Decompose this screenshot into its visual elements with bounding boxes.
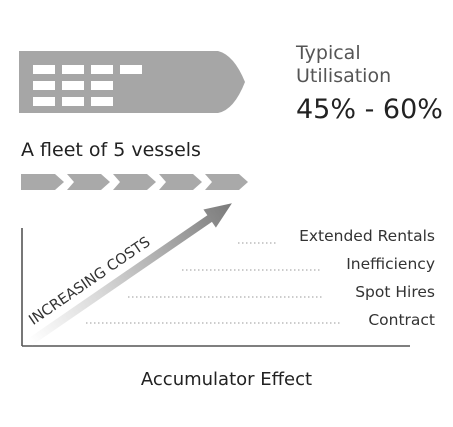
vessel-chevron-icon: [21, 174, 64, 190]
diagram-caption: Accumulator Effect: [140, 369, 313, 390]
ship-window: [120, 65, 142, 74]
cost-arrow-label: INCREASING COSTS: [26, 234, 153, 328]
tier-label-extended-rentals: Extended Rentals: [299, 227, 435, 245]
tier-label-spot-hires: Spot Hires: [355, 283, 435, 301]
tier-label-inefficiency: Ineﬃciency: [346, 255, 435, 273]
ship-window: [33, 97, 55, 106]
ship-window: [91, 97, 113, 106]
ship-window: [91, 81, 113, 90]
tier-label-contract: Contract: [368, 311, 435, 329]
vessel-chevron-icon: [67, 174, 110, 190]
ship-window: [91, 65, 113, 74]
vessel-chevron-icon: [159, 174, 202, 190]
ship-icon: [19, 51, 245, 113]
fleet-label: A fleet of 5 vessels: [21, 139, 201, 161]
cost-arrow-shape: [27, 203, 232, 346]
ship-window: [33, 81, 55, 90]
utilisation-label: Typical Utilisation: [296, 42, 392, 87]
ship-window: [62, 81, 84, 90]
cost-arrow: INCREASING COSTS: [26, 203, 232, 346]
ship-window: [62, 97, 84, 106]
ship-window: [33, 65, 55, 74]
ship-window: [62, 65, 84, 74]
vessel-row: [21, 174, 248, 190]
vessel-chevron-icon: [205, 174, 248, 190]
vessel-chevron-icon: [113, 174, 156, 190]
utilisation-value: 45% - 60%: [296, 94, 443, 125]
